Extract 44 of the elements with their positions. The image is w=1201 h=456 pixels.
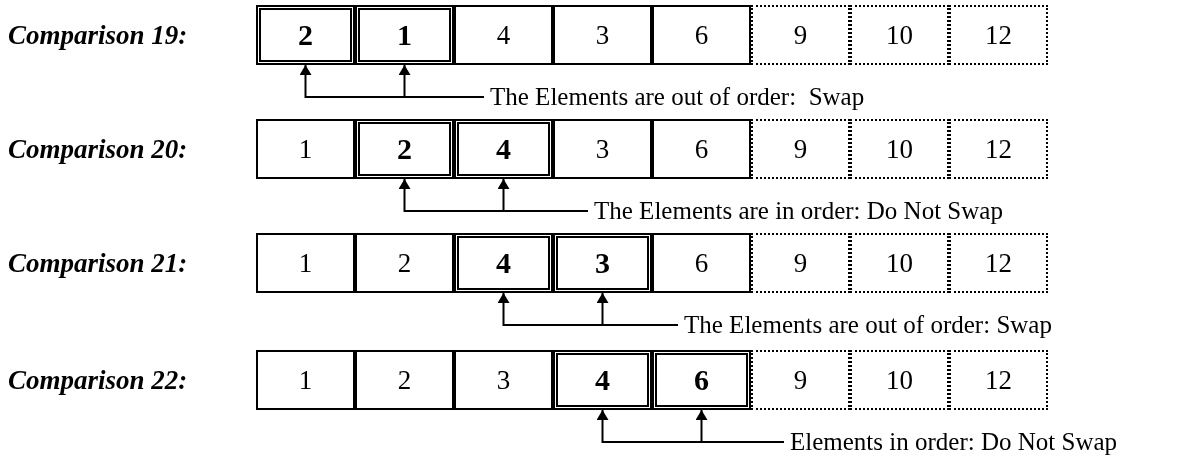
array-cell: 1	[256, 119, 355, 179]
array-cell: 9	[751, 119, 850, 179]
annotation-text: The Elements are in order: Do Not Swap	[594, 197, 1003, 225]
array-cell: 6	[652, 233, 751, 293]
arrow	[695, 409, 785, 443]
row-label: Comparison 20:	[8, 134, 188, 164]
array-cell: 1	[355, 5, 454, 65]
array-cell: 3	[553, 119, 652, 179]
array-cell: 4	[454, 5, 553, 65]
array-cell: 6	[652, 350, 751, 410]
array-cell: 12	[949, 350, 1048, 410]
array-cell: 3	[553, 233, 652, 293]
array-cell: 3	[553, 5, 652, 65]
array-cell: 6	[652, 119, 751, 179]
array-cell: 3	[454, 350, 553, 410]
annotation-text: Elements in order: Do Not Swap	[790, 428, 1118, 456]
array-cell: 4	[454, 119, 553, 179]
array-cell: 12	[949, 233, 1048, 293]
array-cell: 9	[751, 233, 850, 293]
row-label: Comparison 19:	[8, 20, 188, 50]
array-cell: 12	[949, 5, 1048, 65]
array-cell: 6	[652, 5, 751, 65]
array-cell: 10	[850, 5, 949, 65]
array-cell: 12	[949, 119, 1048, 179]
arrow	[497, 178, 589, 212]
arrow	[398, 64, 485, 98]
array-cell: 10	[850, 119, 949, 179]
row-label: Comparison 22:	[8, 365, 188, 395]
annotation-text: The Elements are out of order: Swap	[684, 311, 1052, 339]
array-cell: 4	[553, 350, 652, 410]
array-cell: 1	[256, 233, 355, 293]
row-label: Comparison 21:	[8, 248, 188, 278]
array-cell: 4	[454, 233, 553, 293]
annotation-text: The Elements are out of order: Swap	[490, 83, 865, 111]
array-cell: 2	[355, 119, 454, 179]
array-cell: 10	[850, 350, 949, 410]
array-cell: 9	[751, 5, 850, 65]
array-cell: 2	[355, 350, 454, 410]
array-cell: 9	[751, 350, 850, 410]
array-cell: 2	[256, 5, 355, 65]
array-cell: 1	[256, 350, 355, 410]
array-cell: 10	[850, 233, 949, 293]
array-cell: 2	[355, 233, 454, 293]
arrow	[596, 292, 679, 326]
